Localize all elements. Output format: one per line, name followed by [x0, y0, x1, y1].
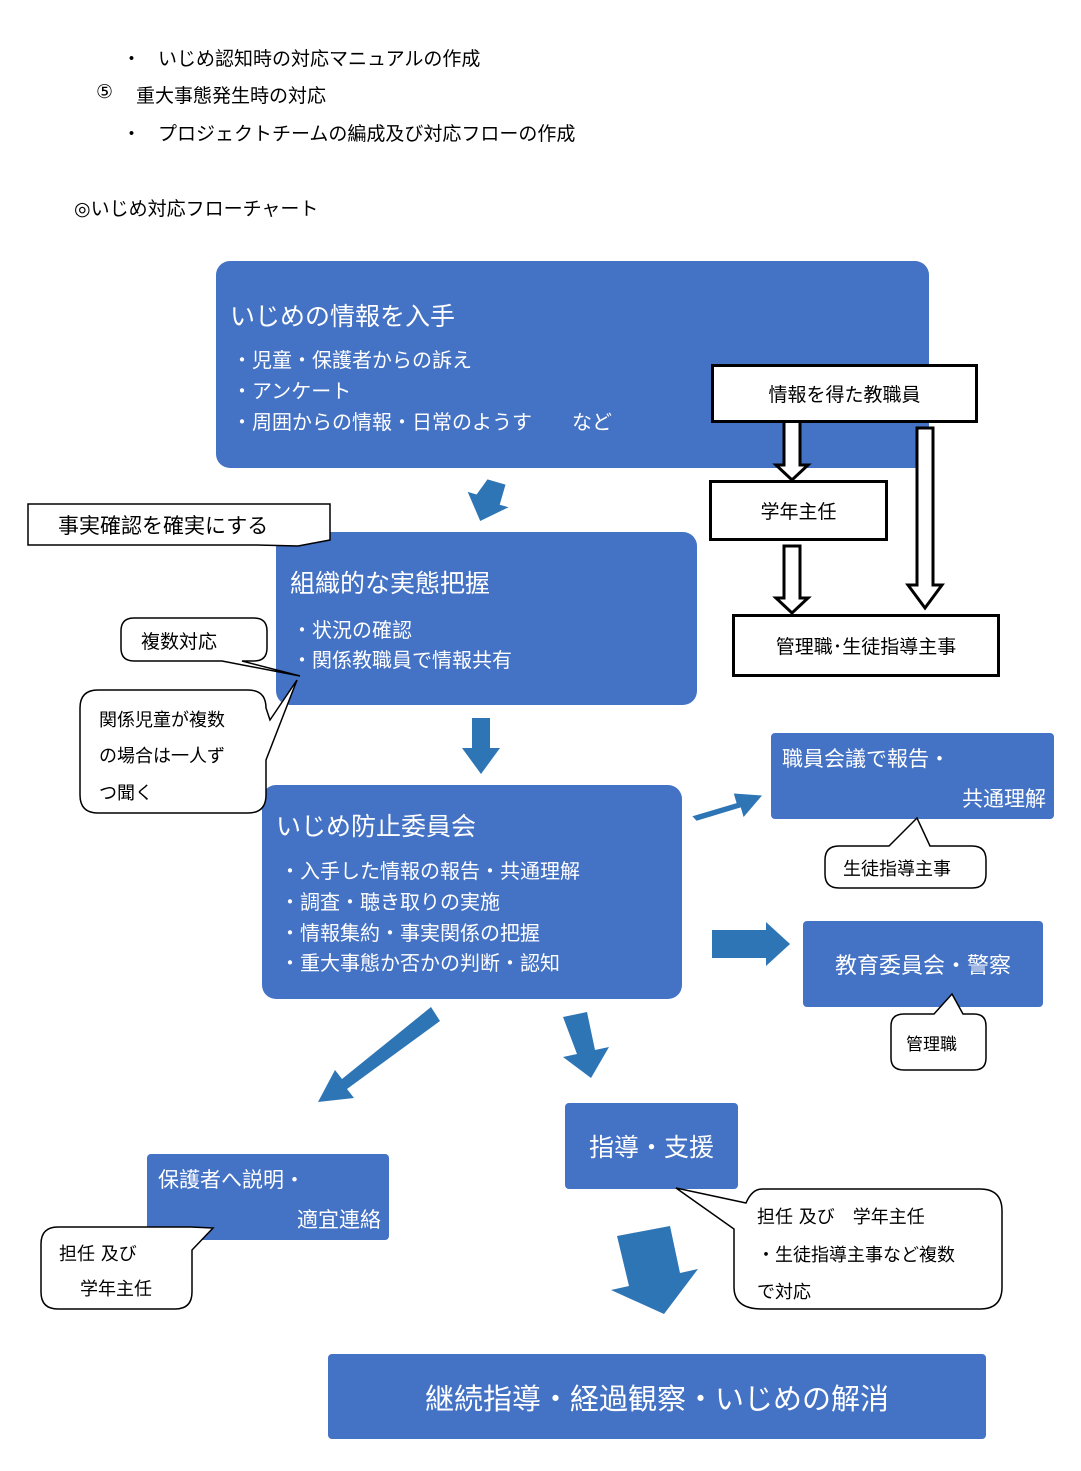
arrow-info-to-org: [467, 479, 509, 521]
callout-support-line-2: ・生徒指導主事など複数: [757, 1245, 955, 1266]
box-admin-label: 管理職･生徒指導主事: [775, 636, 957, 658]
box-organizational-assessment: 組織的な実態把握 ・状況の確認 ・関係教職員で情報共有: [276, 532, 697, 705]
box-committee-item-3: ・情報集約・事実関係の把握: [280, 921, 540, 945]
box-final-label: 継続指導・経過観察・いじめの解消: [424, 1381, 889, 1416]
callout-multiple-text: 複数対応: [141, 631, 218, 653]
callout-confirm-text: 事実確認を確実にする: [58, 514, 269, 538]
box-information-intake: いじめの情報を入手 ・児童・保護者からの訴え ・アンケート ・周囲からの情報・日…: [216, 261, 929, 468]
callout-homeroom-line-1: 担任 及び: [59, 1244, 137, 1265]
arrow-committee-to-guidance: [563, 1012, 609, 1078]
arrow-teacher-to-grade-head: [772, 418, 812, 483]
box-parents-line-1: 保護者へ説明・: [158, 1168, 305, 1192]
arrow-committee-to-parents: [318, 1007, 440, 1102]
callout-admin-text: 管理職: [906, 1035, 957, 1055]
arrow-teacher-to-admin: [905, 426, 945, 611]
intro-line-1: いじめ認知時の対応マニュアルの作成: [158, 48, 481, 70]
callout-confirm-shape: [27, 503, 331, 547]
arrow-to-ongoing-guidance: [611, 1226, 698, 1314]
callout-interview-shape: [79, 679, 298, 814]
box-grade-head: 学年主任: [709, 480, 888, 541]
arrow-committee-to-board: [712, 922, 790, 966]
box-staff-meeting-line-1: 職員会議で報告・: [782, 747, 950, 771]
box-board-of-education-police: 教育委員会・警察: [803, 921, 1043, 1007]
callout-student-guidance-shape: [824, 816, 987, 889]
box-staff-meeting: 職員会議で報告・ 共通理解: [771, 733, 1054, 819]
callout-student-guidance-text: 生徒指導主事: [843, 859, 951, 880]
box-committee-item-4: ・重大事態か否かの判断・認知: [280, 951, 560, 975]
callout-homeroom-shape: [40, 1226, 215, 1310]
callout-support-line-1: 担任 及び 学年主任: [757, 1207, 925, 1228]
callout-multiple-shape: [120, 617, 301, 677]
box-guidance-support: 指導・支援: [565, 1103, 738, 1189]
intro-line-3: プロジェクトチームの編成及び対応フローの作成: [158, 123, 576, 145]
box-guidance-label: 指導・支援: [588, 1133, 714, 1162]
box-committee-item-2: ・調査・聴き取りの実施: [280, 890, 500, 914]
box-parents-line-2: 適宜連絡: [297, 1208, 381, 1232]
box-reporting-teacher-label: 情報を得た教職員: [768, 384, 921, 406]
box-reporting-teacher: 情報を得た教職員: [711, 364, 978, 423]
box-ongoing-guidance: 継続指導・経過観察・いじめの解消: [328, 1354, 986, 1439]
intro-bullet-3: ・: [122, 123, 142, 145]
box-committee-item-1: ・入手した情報の報告・共通理解: [280, 859, 580, 883]
box-information-item-1: ・児童・保護者からの訴え: [232, 348, 472, 372]
box-information-item-3: ・周囲からの情報・日常のようす など: [232, 410, 612, 434]
callout-support-shape: [675, 1187, 1003, 1310]
arrow-org-to-committee: [462, 718, 500, 774]
box-grade-head-label: 学年主任: [760, 501, 837, 523]
arrow-committee-to-staff-meeting: [692, 793, 762, 821]
box-information-item-2: ・アンケート: [232, 379, 352, 403]
box-staff-meeting-line-2: 共通理解: [962, 787, 1046, 811]
box-parent-explanation: 保護者へ説明・ 適宜連絡: [147, 1154, 389, 1240]
callout-homeroom-line-2: 学年主任: [80, 1279, 152, 1300]
intro-number-5: ⑤: [96, 81, 114, 103]
callout-interview-line-2: の場合は一人ず: [99, 746, 225, 767]
callout-interview-line-3: つ聞く: [99, 783, 153, 804]
box-organizational-item-1: ・状況の確認: [292, 618, 412, 642]
box-organizational-item-2: ・関係教職員で情報共有: [292, 648, 512, 672]
callout-admin-shape: [890, 992, 987, 1071]
box-admin-guidance-director: 管理職･生徒指導主事: [732, 614, 1000, 677]
flowchart-title: ◎いじめ対応フローチャート: [74, 198, 319, 220]
arrow-grade-head-to-admin: [772, 544, 812, 616]
box-information-intake-title: いじめの情報を入手: [230, 302, 456, 331]
box-board-label: 教育委員会・警察: [834, 954, 1011, 979]
box-organizational-title: 組織的な実態把握: [290, 569, 491, 598]
callout-support-line-3: で対応: [757, 1282, 811, 1303]
intro-bullet-1: ・: [122, 48, 142, 70]
box-committee-title: いじめ防止委員会: [276, 812, 477, 841]
box-prevention-committee: いじめ防止委員会 ・入手した情報の報告・共通理解 ・調査・聴き取りの実施 ・情報…: [262, 785, 682, 999]
intro-line-2: 重大事態発生時の対応: [136, 85, 327, 107]
callout-interview-line-1: 関係児童が複数: [99, 710, 225, 731]
